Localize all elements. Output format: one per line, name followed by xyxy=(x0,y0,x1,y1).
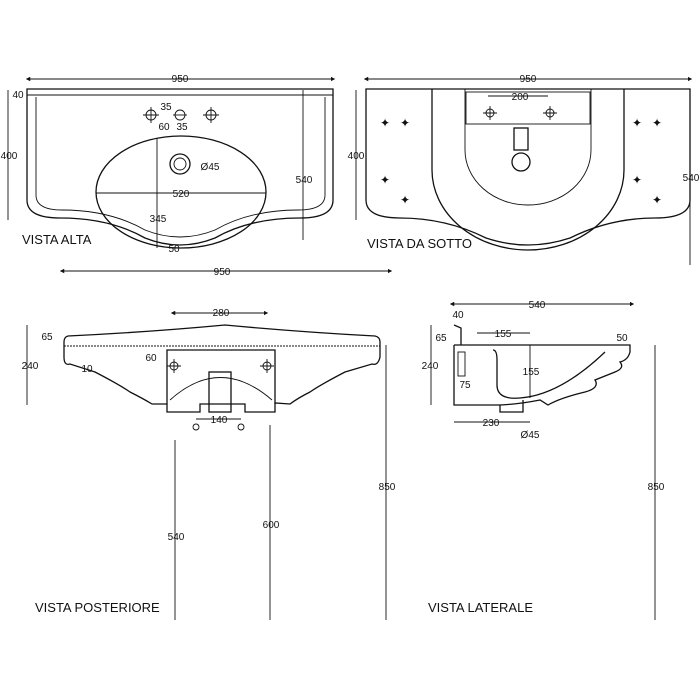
star-icon: ✦ xyxy=(632,173,642,187)
dim-depth: 540 xyxy=(529,300,546,311)
fixing-point-icons: ✦ ✦ ✦ ✦ ✦ ✦ ✦ ✦ xyxy=(380,116,662,207)
dim-drain-distance: 230 xyxy=(483,418,500,429)
view-title-top: VISTA ALTA xyxy=(22,232,92,247)
top-view: 950 400 40 35 60 35 Ø45 520 345 540 50 V… xyxy=(1,74,336,255)
dim-bowl-depth: 345 xyxy=(150,214,167,225)
dim-h-total: 850 xyxy=(379,482,396,493)
star-icon: ✦ xyxy=(652,193,662,207)
star-icon: ✦ xyxy=(400,116,410,130)
dim-bowl-depth: 155 xyxy=(523,367,540,378)
dim-rim: 40 xyxy=(12,90,24,101)
star-icon: ✦ xyxy=(652,116,662,130)
basin-side-outline xyxy=(453,324,631,413)
basin-inner xyxy=(453,345,606,406)
dim-height: 400 xyxy=(1,151,18,162)
fixing-hole-icon xyxy=(167,359,181,373)
mounting-plate xyxy=(465,91,591,125)
bowl-underside xyxy=(464,89,592,206)
dim-height: 240 xyxy=(22,361,39,372)
dim-drain: Ø45 xyxy=(521,430,540,441)
view-title-rear: VISTA POSTERIORE xyxy=(35,600,160,615)
waste-outlet xyxy=(513,127,529,151)
basin-inner-outline xyxy=(27,94,333,238)
dim-rim: 65 xyxy=(41,332,53,343)
basin-rear-outline xyxy=(63,324,381,413)
dim-waste: 140 xyxy=(211,415,228,426)
drain-inner xyxy=(173,157,187,171)
star-icon: ✦ xyxy=(380,116,390,130)
bowl-arc xyxy=(169,377,273,401)
fixing-hole-icon xyxy=(543,106,557,120)
dim-depth: 540 xyxy=(296,175,313,186)
drain-icon xyxy=(169,153,191,175)
dim-front: 50 xyxy=(616,333,628,344)
dim-front: 50 xyxy=(168,244,180,255)
dim-drain: Ø45 xyxy=(201,162,220,173)
rear-view: 950 280 240 65 60 10 140 540 600 850 VIS… xyxy=(22,267,396,620)
view-title-bottom: VISTA DA SOTTO xyxy=(367,236,472,251)
overflow-icon xyxy=(173,109,187,121)
dim-tap-spacing: 35 xyxy=(176,122,188,133)
back-panel xyxy=(166,349,276,404)
side-view: 540 40 155 155 50 65 240 75 230 Ø45 850 … xyxy=(422,300,665,620)
waste-outlet xyxy=(208,371,232,413)
star-icon: ✦ xyxy=(400,193,410,207)
dim-height: 240 xyxy=(422,361,439,372)
star-icon: ✦ xyxy=(380,173,390,187)
dim-offset: 60 xyxy=(145,353,157,364)
view-title-side: VISTA LATERALE xyxy=(428,600,533,615)
dim-fixing: 280 xyxy=(213,308,230,319)
dim-back: 40 xyxy=(452,310,464,321)
bowl xyxy=(95,135,267,249)
fixing-hole-icon xyxy=(483,106,497,120)
dim-tap-distance: 155 xyxy=(495,329,512,340)
pedestal-recess xyxy=(431,89,625,251)
basin-outline xyxy=(26,88,334,246)
dim-h-total: 850 xyxy=(648,482,665,493)
dim-rim: 65 xyxy=(435,333,447,344)
dim-tap-to-bowl: 60 xyxy=(158,122,170,133)
dim-h-waste: 540 xyxy=(168,532,185,543)
dim-h-supply: 600 xyxy=(263,520,280,531)
bottom-view: 950 200 400 540 ✦ ✦ ✦ ✦ ✦ ✦ ✦ ✦ VISTA DA… xyxy=(348,74,700,265)
basin-outline xyxy=(365,88,691,246)
dim-wall: 75 xyxy=(459,380,471,391)
dim-width: 950 xyxy=(520,74,537,85)
dim-fixing: 200 xyxy=(512,92,529,103)
dim-edge: 10 xyxy=(81,364,93,375)
dim-width: 950 xyxy=(214,267,231,278)
dim-tap-offset: 35 xyxy=(160,102,172,113)
dim-width: 950 xyxy=(172,74,189,85)
tap-hole-icon xyxy=(203,107,219,123)
drain-icon xyxy=(511,152,531,172)
dim-height: 400 xyxy=(348,151,365,162)
dim-depth: 540 xyxy=(683,173,700,184)
dim-bowl-width: 520 xyxy=(173,189,190,200)
tap-hole-icon xyxy=(143,107,159,123)
supply-hole-icon xyxy=(192,423,200,431)
supply-hole-icon xyxy=(237,423,245,431)
overflow-channel xyxy=(457,351,466,377)
star-icon: ✦ xyxy=(632,116,642,130)
fixing-hole-icon xyxy=(260,359,274,373)
